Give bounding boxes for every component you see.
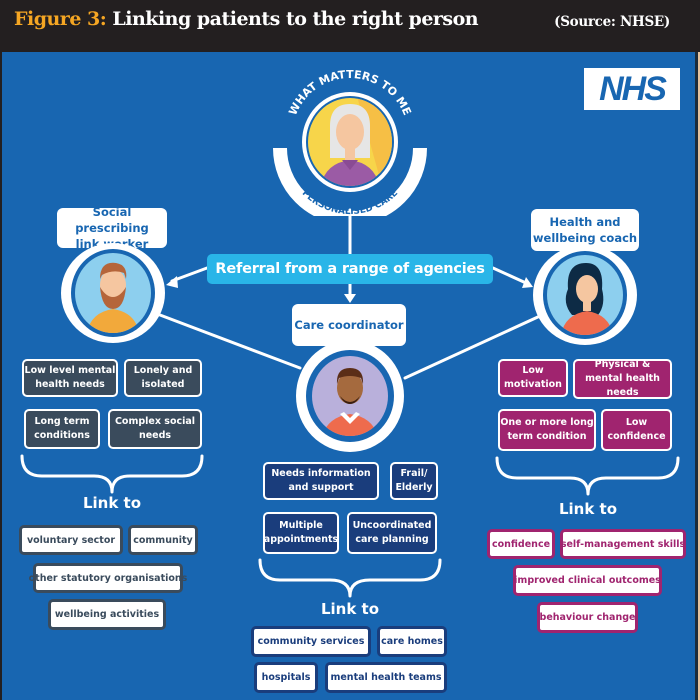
need-box: Low confidence	[601, 409, 672, 451]
link-chip: community	[128, 525, 198, 555]
need-box: Lonely and isolated	[124, 359, 202, 397]
link-to-heading-middle: Link to	[320, 600, 380, 618]
need-box: Multiple appointments	[263, 512, 339, 554]
need-box: Frail/ Elderly	[390, 462, 438, 500]
link-to-heading-left: Link to	[82, 494, 142, 512]
need-box: Low motivation	[498, 359, 568, 397]
need-box: Physical & mental health needs	[573, 359, 672, 399]
woman-avatar	[533, 245, 637, 345]
need-box: Low level mental health needs	[22, 359, 118, 397]
role-label-health-wellbeing-coach: Health and wellbeing coach	[531, 209, 639, 251]
what-matters-to-me-badge: WHAT MATTERS TO ME PERSONALISED CARE	[273, 68, 427, 216]
link-chip: confidence	[487, 529, 555, 559]
figure-title: Figure 3: Linking patients to the right …	[14, 8, 479, 30]
nhs-logo: NHS	[584, 68, 680, 110]
personalised-care-band	[273, 147, 427, 216]
link-chip: care homes	[377, 626, 447, 657]
need-box: Complex social needs	[108, 409, 202, 449]
link-chip: behaviour change	[537, 602, 638, 633]
need-box: Long term conditions	[24, 409, 100, 449]
link-chip: mental health teams	[325, 662, 447, 693]
need-box: Needs information and support	[263, 462, 379, 500]
link-chip: hospitals	[254, 662, 318, 693]
source-credit: (Source: NHSE)	[554, 14, 670, 30]
man-avatar	[296, 340, 404, 452]
figure-number: Figure 3:	[14, 8, 107, 30]
link-chip: improved clinical outcomes	[513, 565, 662, 596]
referral-banner: Referral from a range of agencies	[207, 254, 493, 284]
need-box: One or more long term condition	[498, 409, 596, 451]
page-edge	[698, 52, 700, 700]
link-chip: self-management skills	[560, 529, 686, 559]
figure-title-text: Linking patients to the right person	[112, 8, 479, 30]
role-label-care-coordinator: Care coordinator	[292, 304, 406, 346]
link-chip: wellbeing activities	[48, 599, 166, 630]
link-chip: other statutory organisations	[29, 563, 187, 593]
link-to-heading-right: Link to	[558, 500, 618, 518]
link-chip: voluntary sector	[19, 525, 123, 555]
figure-header: Figure 3: Linking patients to the right …	[0, 0, 700, 52]
bearded-man-avatar	[61, 243, 165, 343]
link-chip: community services	[251, 626, 371, 657]
role-label-social-prescribing: Social prescribing link worker	[57, 205, 167, 251]
need-box: Uncoordinated care planning	[347, 512, 437, 554]
